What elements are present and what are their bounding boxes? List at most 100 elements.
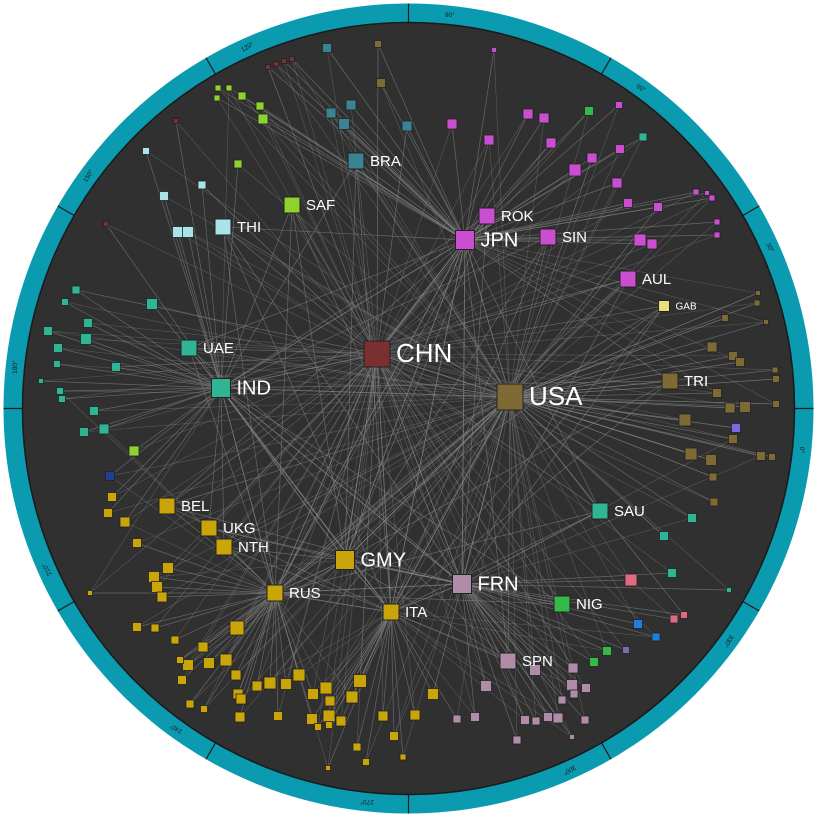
country-node-sin [539, 228, 557, 246]
edge [461, 517, 693, 585]
peripheral-node [265, 64, 271, 70]
edge [461, 583, 563, 605]
peripheral-node [568, 163, 582, 177]
ring-tick [742, 600, 760, 612]
edge [47, 330, 511, 398]
edge [220, 163, 239, 389]
edge [256, 611, 392, 687]
peripheral-node [772, 400, 780, 408]
edge [203, 353, 378, 710]
edge [390, 611, 416, 716]
edge [461, 583, 526, 721]
edge [351, 396, 511, 698]
peripheral-node [79, 427, 89, 437]
edge [376, 353, 511, 398]
peripheral-node [176, 656, 184, 664]
ring-tick [742, 205, 760, 217]
edge [461, 583, 587, 689]
edge [85, 338, 222, 389]
edge [203, 592, 276, 710]
edge [262, 118, 466, 241]
edge [203, 559, 346, 710]
edge [179, 592, 276, 661]
peripheral-node [159, 191, 169, 201]
edge [283, 60, 466, 241]
country-label-gab: GAB [676, 302, 697, 313]
edge [262, 118, 378, 355]
edge [107, 396, 511, 514]
peripheral-node [203, 657, 215, 669]
edge [174, 353, 378, 641]
edge [109, 387, 222, 477]
edge [188, 347, 511, 398]
edge [89, 387, 222, 594]
edge [217, 87, 511, 398]
edge [75, 289, 222, 389]
edge [376, 321, 767, 355]
edge [390, 611, 476, 718]
edge [291, 58, 466, 241]
edge [509, 104, 620, 398]
peripheral-node [185, 699, 195, 709]
edge [85, 338, 378, 355]
edge [156, 353, 378, 588]
edge [464, 192, 708, 241]
peripheral-node [768, 453, 776, 461]
edge [274, 592, 287, 685]
edge [285, 353, 378, 685]
edge [201, 184, 378, 355]
edge [312, 353, 378, 695]
edge [509, 396, 639, 625]
edge [390, 611, 559, 719]
edge [115, 353, 378, 368]
edge [376, 110, 590, 355]
edge [283, 60, 378, 355]
edge [275, 63, 511, 398]
peripheral-node [335, 715, 347, 727]
edge [461, 583, 549, 718]
edge [344, 278, 629, 561]
peripheral-node [483, 134, 495, 146]
edge [390, 611, 434, 695]
country-label-thi: THI [237, 219, 261, 236]
edge [222, 226, 511, 398]
edge [382, 611, 392, 717]
country-node-tri [661, 372, 679, 390]
edge [461, 278, 629, 585]
edge [57, 347, 222, 389]
country-node-chn [363, 340, 391, 368]
edge [509, 292, 759, 398]
peripheral-node [132, 622, 142, 632]
country-node-spn [499, 652, 517, 670]
peripheral-node [739, 401, 751, 413]
peripheral-node [325, 765, 331, 771]
edge [509, 396, 746, 408]
country-node-frn [452, 574, 472, 594]
edge [75, 289, 378, 355]
edge [376, 202, 629, 355]
edge [390, 611, 395, 737]
edge [220, 204, 293, 389]
edge [87, 322, 222, 389]
peripheral-node [724, 402, 736, 414]
edge [432, 583, 463, 695]
edge [93, 396, 511, 412]
edge [187, 559, 346, 666]
edge [376, 191, 697, 355]
edge [359, 353, 378, 682]
edge [464, 202, 629, 241]
country-node-gab [658, 300, 670, 312]
edge [509, 396, 665, 537]
edge [509, 396, 601, 512]
peripheral-node [427, 688, 439, 700]
edge [75, 289, 378, 355]
edge [461, 583, 608, 652]
edge [509, 182, 618, 398]
peripheral-node [103, 221, 109, 227]
peripheral-node [669, 614, 679, 624]
peripheral-node [150, 623, 160, 633]
edge [161, 396, 511, 598]
edge [87, 322, 378, 355]
peripheral-node [362, 758, 370, 766]
edge [56, 363, 511, 398]
